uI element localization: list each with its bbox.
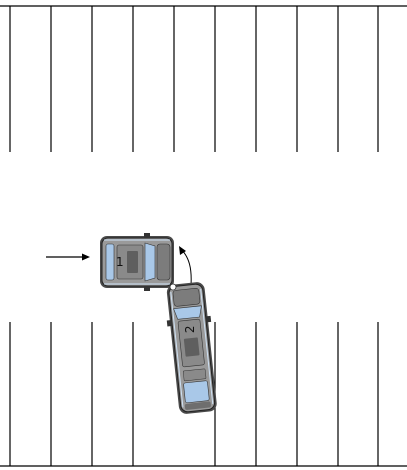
car-2-windshield [173,305,202,320]
car-1: 1 [100,233,174,291]
car-2: 2 [166,282,217,414]
car-2-mirror [166,319,173,327]
car-1-label: 1 [116,255,124,269]
car-2-sunroof [183,337,200,357]
car-2-rear-window [183,380,210,404]
car-1-sunroof [127,251,138,273]
car-2-mirror [205,315,212,323]
car-2-label: 2 [183,325,197,333]
car-1-direction-arrow [46,253,90,261]
top-parking-row [0,5,407,152]
car-1-windshield [144,242,156,282]
car-1-mirror [144,286,150,291]
car-1-mirror [144,233,150,238]
car-1-hood [156,243,171,281]
car-1-rear-window [105,243,115,281]
car-2-tailgate [184,401,211,410]
impact-point [169,283,177,291]
car-2-hood [172,287,201,307]
car-2-bed [182,368,207,382]
car-2-turning-arrow [179,246,192,286]
